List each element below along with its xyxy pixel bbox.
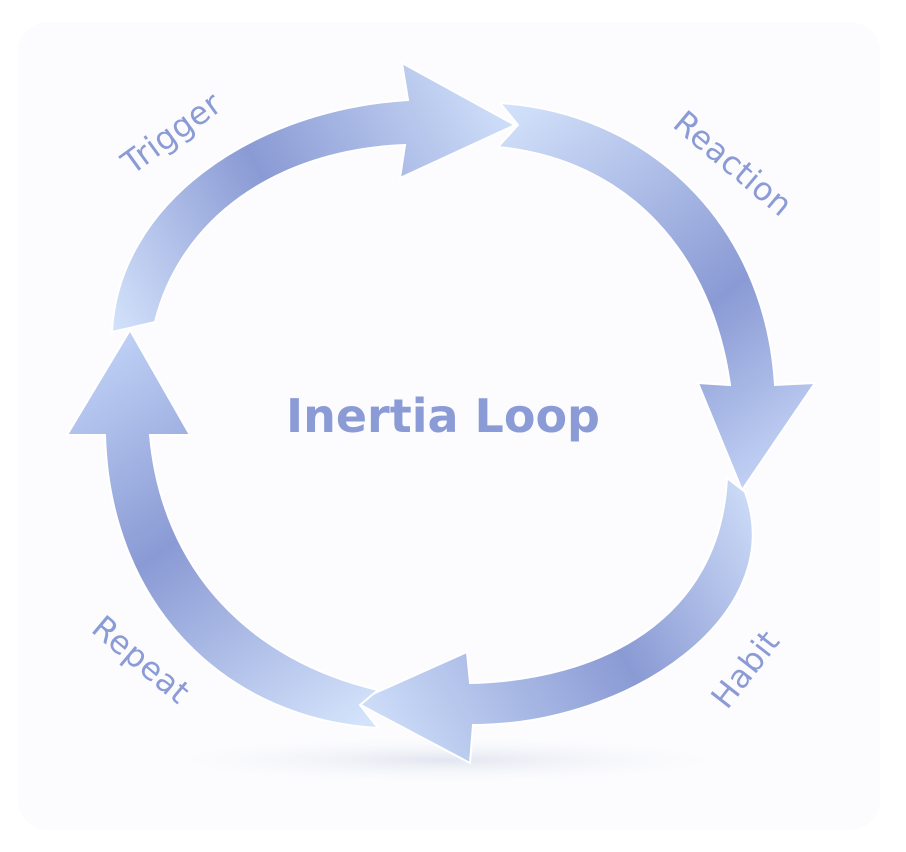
arrow-trigger [110, 61, 518, 334]
arrow-habit [352, 476, 754, 765]
diagram-title: Inertia Loop [286, 389, 600, 443]
arrow-repeat [65, 328, 381, 730]
floor-shadow [115, 734, 775, 786]
